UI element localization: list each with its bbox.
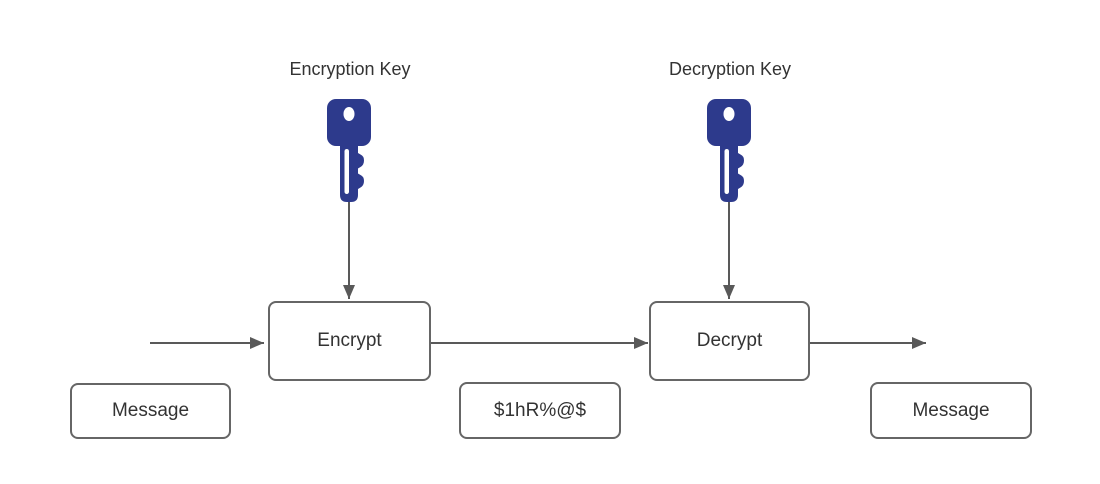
encryption-key-icon (327, 99, 371, 205)
decrypt-node: Decrypt (649, 301, 810, 381)
decryption-key-label: Decryption Key (668, 59, 792, 79)
encrypt-node-label: Encrypt (317, 330, 382, 351)
decryption-key-icon (707, 99, 751, 205)
message-in-node: Message (70, 383, 231, 439)
ciphertext-node: $1hR%@$ (459, 382, 621, 439)
encryption-key-label: Encryption Key (289, 59, 411, 79)
message-out-node: Message (870, 382, 1032, 439)
message-in-label: Message (111, 400, 190, 421)
encrypt-node: Encrypt (268, 301, 431, 381)
ciphertext-label: $1hR%@$ (493, 399, 587, 421)
decrypt-node-label: Decrypt (696, 330, 763, 351)
message-out-label: Message (912, 399, 990, 421)
